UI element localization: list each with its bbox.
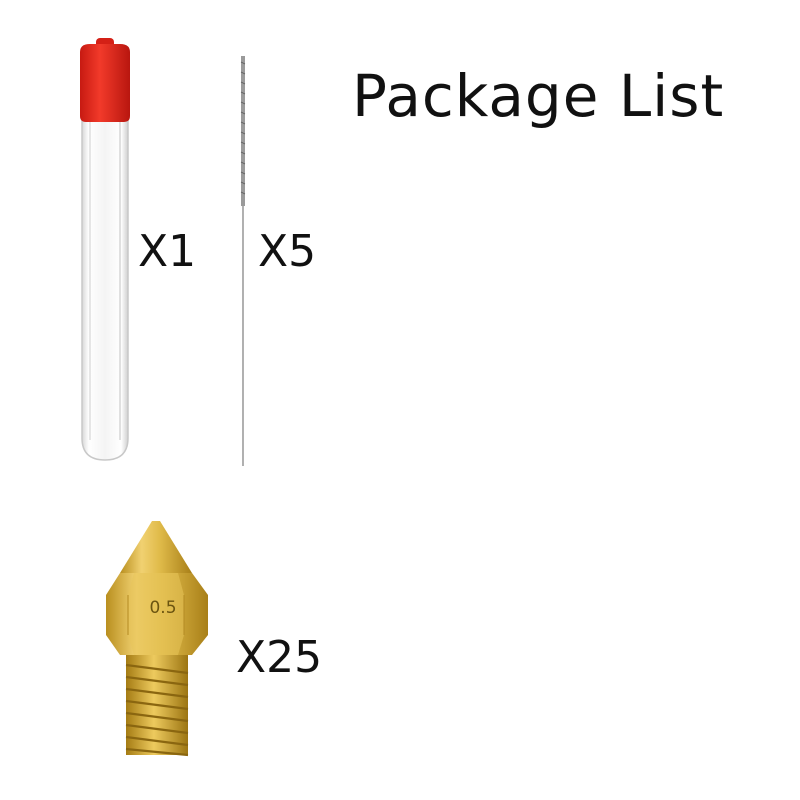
brass-nozzle-icon xyxy=(100,515,230,765)
needle-quantity-label: X5 xyxy=(258,226,317,277)
nozzle-size-label: 0.5 xyxy=(149,598,177,618)
page-title: Package List xyxy=(352,62,725,130)
storage-tube-icon xyxy=(70,30,140,470)
nozzle-quantity-label: X25 xyxy=(236,632,323,683)
cleaning-needle-icon xyxy=(236,52,250,472)
tube-quantity-label: X1 xyxy=(138,226,197,277)
